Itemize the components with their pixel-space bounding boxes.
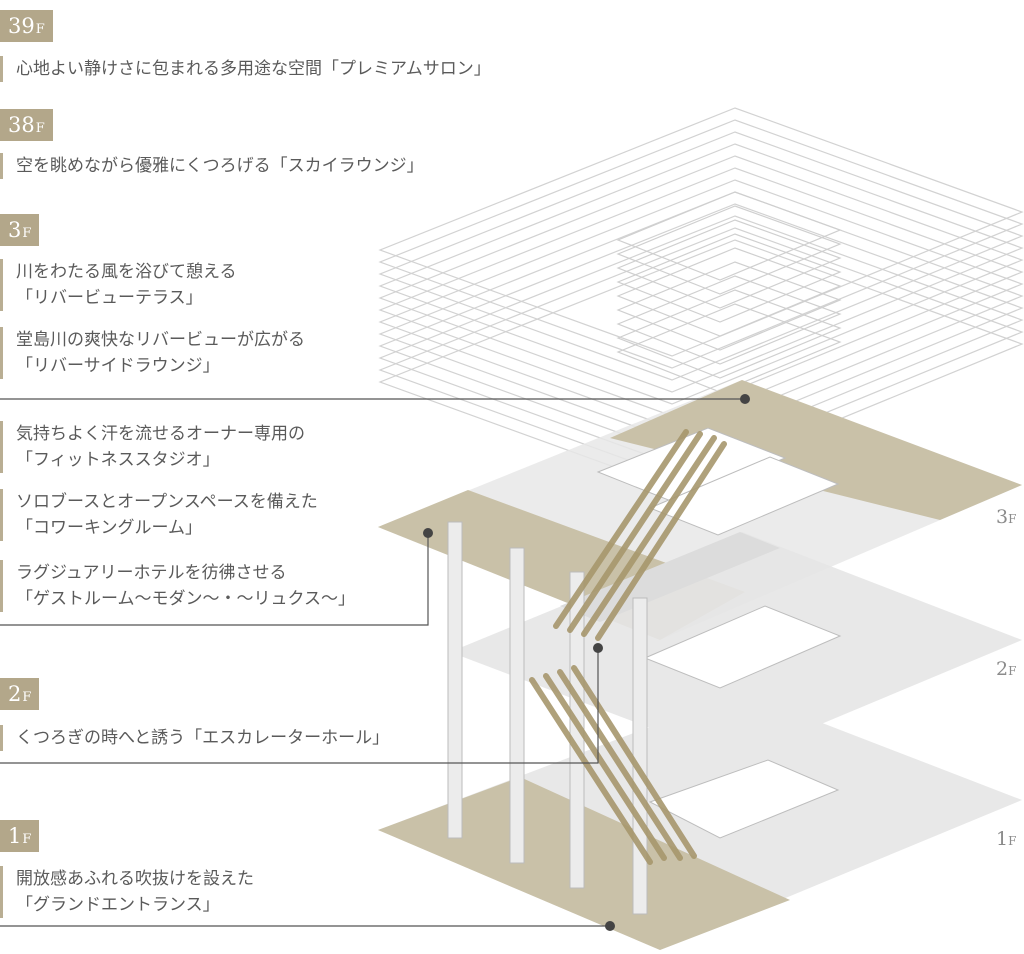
feature-line: 開放感あふれる吹抜けを設えた xyxy=(16,869,254,889)
leader-3f-guestroom xyxy=(0,533,429,626)
leader-dot-1f xyxy=(605,921,615,931)
feature-line: 「コワーキングルーム」 xyxy=(16,518,202,538)
feature-38f-sky-lounge: 空を眺めながら優雅にくつろげる「スカイラウンジ」 xyxy=(0,153,424,179)
feature-line: 川をわたる風を浴びて憩える xyxy=(16,262,237,282)
floor-plate-1f xyxy=(378,692,1022,950)
leader-dot-3f-lounge xyxy=(740,394,750,404)
leader-lines xyxy=(0,398,745,927)
floor-number: 39 xyxy=(8,14,35,38)
diagram-tag-1f: 1F xyxy=(996,828,1016,850)
floor-badge-3f: 3F xyxy=(0,214,40,246)
feature-line: 堂島川の爽快なリバービューが広がる xyxy=(16,330,305,350)
leader-dot-2f xyxy=(593,643,603,653)
feature-line: 「フィットネススタジオ」 xyxy=(16,450,220,470)
feature-line: 心地よい静けさに包まれる多用途な空間「プレミアムサロン」 xyxy=(16,59,491,79)
floor-number: 3 xyxy=(8,218,22,242)
feature-39f-premium-salon: 心地よい静けさに包まれる多用途な空間「プレミアムサロン」 xyxy=(0,56,491,82)
feature-2f-escalator-hall: くつろぎの時へと誘う「エスカレーターホール」 xyxy=(0,725,390,751)
tag-number: 1 xyxy=(996,828,1009,850)
column-1 xyxy=(447,521,463,839)
feature-3f-riverview-terrace: 川をわたる風を浴びて憩える 「リバービューテラス」 xyxy=(0,259,376,311)
feature-line: 空を眺めながら優雅にくつろげる「スカイラウンジ」 xyxy=(16,156,424,176)
floor-badge-1f: 1F xyxy=(0,820,40,852)
column-4 xyxy=(632,597,648,915)
floor-suffix: F xyxy=(35,22,45,37)
tag-suffix: F xyxy=(1008,512,1017,526)
escalator-2f-3f xyxy=(553,429,727,641)
feature-line: 「リバーサイドラウンジ」 xyxy=(16,356,220,376)
tag-suffix: F xyxy=(1008,834,1017,848)
feature-3f-riverside-lounge: 堂島川の爽快なリバービューが広がる 「リバーサイドラウンジ」 xyxy=(0,327,376,379)
columns xyxy=(447,521,648,915)
feature-line: くつろぎの時へと誘う「エスカレーターホール」 xyxy=(16,728,390,748)
floor-badge-2f: 2F xyxy=(0,678,40,710)
floor-badge-39f: 39F xyxy=(0,10,53,42)
feature-3f-coworking-room: ソロブースとオープンスペースを備えた 「コワーキングルーム」 xyxy=(0,489,376,541)
floor-number: 2 xyxy=(8,682,22,706)
feature-line: 「ゲストルーム〜モダン〜・〜リュクス〜」 xyxy=(16,589,355,609)
leader-dot-3f-guestroom xyxy=(423,528,433,538)
floor-suffix: F xyxy=(35,121,45,136)
floor-suffix: F xyxy=(22,690,32,705)
leader-dots xyxy=(423,394,750,931)
feature-3f-guest-room: ラグジュアリーホテルを彷彿させる 「ゲストルーム〜モダン〜・〜リュクス〜」 xyxy=(0,560,376,612)
feature-line: 「グランドエントランス」 xyxy=(16,895,220,915)
feature-line: 「リバービューテラス」 xyxy=(16,288,203,308)
floor-number: 38 xyxy=(8,113,35,137)
stack-outer-outlines xyxy=(378,107,1024,489)
feature-3f-fitness-studio: 気持ちよく汗を流せるオーナー専用の 「フィットネススタジオ」 xyxy=(0,421,376,473)
diagram-tag-2f: 2F xyxy=(996,658,1016,680)
floor-suffix: F xyxy=(22,832,32,847)
stack-inner-voids xyxy=(616,191,842,393)
feature-line: 気持ちよく汗を流せるオーナー専用の xyxy=(16,424,305,444)
feature-line: ラグジュアリーホテルを彷彿させる xyxy=(16,563,287,583)
floor-suffix: F xyxy=(22,226,32,241)
feature-line: ソロブースとオープンスペースを備えた xyxy=(16,492,318,512)
diagram-tag-3f: 3F xyxy=(996,506,1016,528)
tag-suffix: F xyxy=(1008,664,1017,678)
tag-number: 2 xyxy=(996,658,1009,680)
tag-number: 3 xyxy=(996,506,1009,528)
column-2 xyxy=(509,547,525,864)
escalator-1f-2f xyxy=(529,665,697,865)
floor-badge-38f: 38F xyxy=(0,109,53,141)
upper-floor-stack xyxy=(378,107,1024,489)
feature-1f-grand-entrance: 開放感あふれる吹抜けを設えた 「グランドエントランス」 xyxy=(0,866,376,918)
floor-number: 1 xyxy=(8,824,22,848)
leader-2f-escalator xyxy=(0,648,599,764)
